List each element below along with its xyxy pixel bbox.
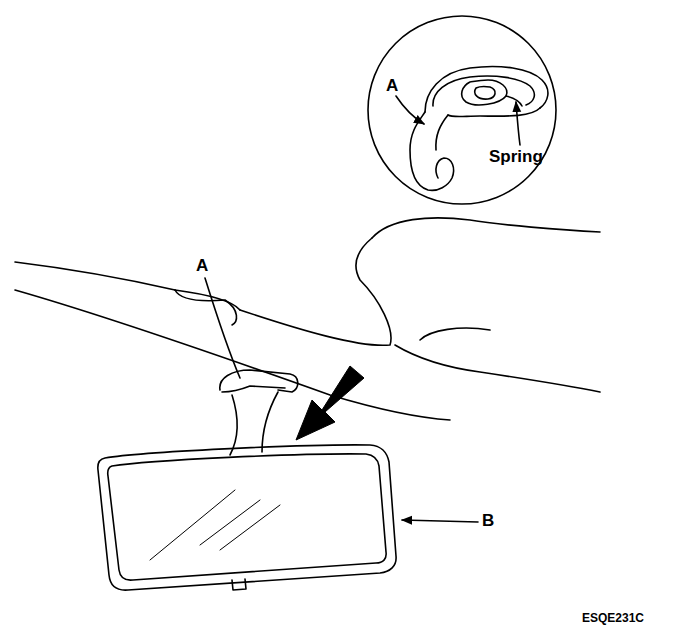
part-name: Spring [489,148,543,165]
callout-letter: B [482,512,494,529]
callout-letter: A [386,77,398,94]
callout-letter: A [196,257,208,274]
figure-code: ESQE231C [582,612,644,624]
